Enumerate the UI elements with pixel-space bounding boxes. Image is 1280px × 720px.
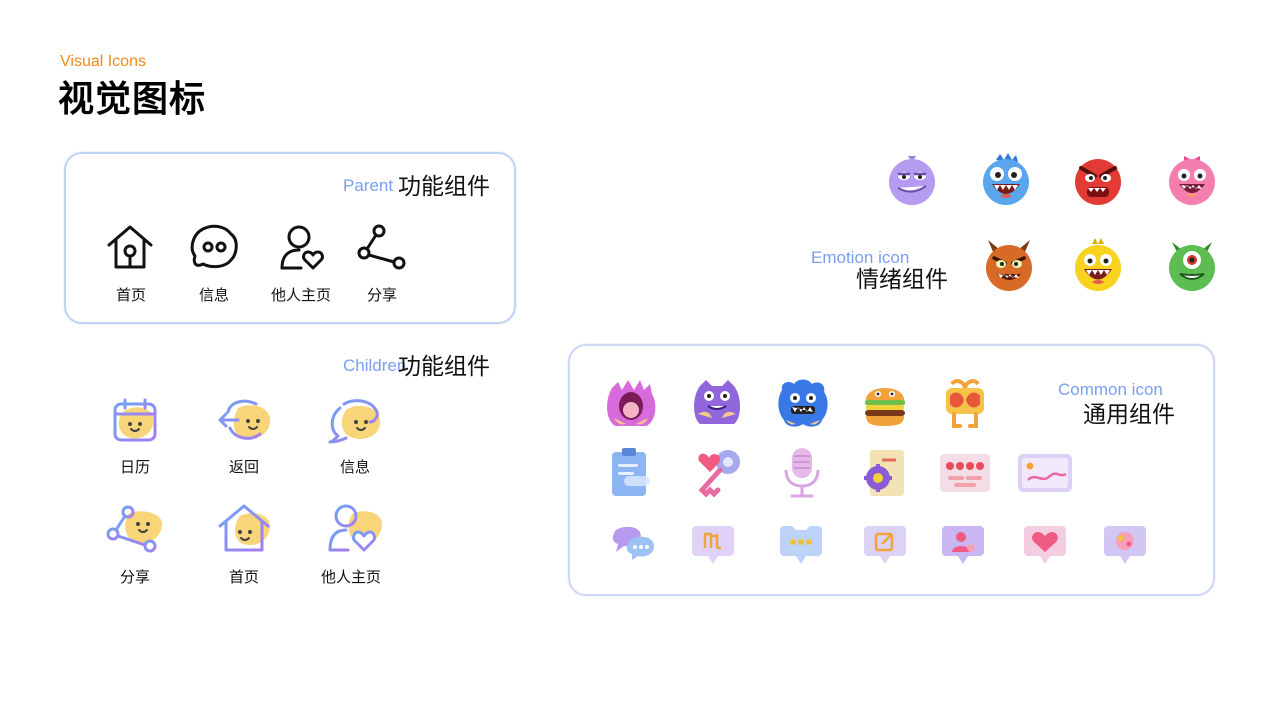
- pink-monster-icon[interactable]: [604, 378, 658, 430]
- common-panel: [568, 344, 1215, 596]
- user-heart-icon[interactable]: [276, 222, 328, 272]
- parent-caption-profile: 他人主页: [270, 287, 332, 304]
- orange-devil-face-icon[interactable]: [982, 236, 1036, 292]
- message-icon-children[interactable]: [326, 396, 384, 446]
- children-caption-message: 信息: [339, 459, 371, 476]
- blue-monster-icon[interactable]: [776, 378, 830, 430]
- share-icon[interactable]: [356, 222, 408, 272]
- profile-bubble-icon[interactable]: [940, 520, 986, 570]
- children-label-cn: 功能组件: [398, 353, 490, 379]
- children-label-en: Children: [343, 356, 407, 375]
- page-title: 视觉图标: [58, 78, 207, 119]
- header-subtitle: Visual Icons: [60, 53, 146, 70]
- parent-label-en: Parent: [343, 176, 394, 195]
- emotion-label-cn: 情绪组件: [856, 266, 948, 292]
- user-heart-icon-children[interactable]: [326, 502, 384, 554]
- sticker-bubble-icon[interactable]: [1102, 520, 1148, 570]
- emotion-label-en: Emotion icon: [811, 248, 910, 267]
- settings-card-icon[interactable]: [862, 446, 908, 500]
- children-caption-share: 分享: [119, 569, 151, 586]
- common-label-en: Common icon: [1058, 380, 1163, 399]
- edit-bubble-icon[interactable]: [862, 520, 908, 570]
- share-icon-children[interactable]: [106, 504, 164, 554]
- music-note-bubble-icon[interactable]: [690, 520, 736, 570]
- chat-bubbles-icon[interactable]: [608, 520, 658, 568]
- microphone-icon[interactable]: [780, 446, 824, 500]
- parent-label-cn: 功能组件: [398, 173, 490, 199]
- red-angry-face-icon[interactable]: [1072, 152, 1124, 206]
- message-icon[interactable]: [188, 222, 240, 272]
- children-caption-profile: 他人主页: [320, 569, 382, 586]
- keypad-icon[interactable]: [938, 450, 992, 496]
- common-label-cn: 通用组件: [1083, 401, 1175, 427]
- purple-smirk-face-icon[interactable]: [886, 152, 938, 206]
- home-icon[interactable]: [104, 222, 156, 272]
- image-card-icon[interactable]: [1016, 450, 1074, 496]
- calendar-icon[interactable]: [108, 396, 162, 446]
- key-heart-icon[interactable]: [692, 446, 744, 500]
- back-icon[interactable]: [216, 396, 274, 446]
- parent-panel: [64, 152, 516, 324]
- children-caption-home: 首页: [228, 569, 260, 586]
- parent-caption-home: 首页: [115, 287, 147, 304]
- green-cyclops-face-icon[interactable]: [1166, 236, 1218, 292]
- burger-icon[interactable]: [862, 378, 908, 430]
- clipboard-icon[interactable]: [608, 446, 652, 498]
- heart-bubble-icon[interactable]: [1022, 520, 1068, 570]
- blue-monster-face-icon[interactable]: [980, 152, 1032, 206]
- children-caption-back: 返回: [228, 459, 260, 476]
- parent-caption-message: 信息: [198, 287, 230, 304]
- gift-mask-icon[interactable]: [942, 378, 988, 430]
- pink-monster-face-icon[interactable]: [1166, 150, 1218, 206]
- typing-bubble-icon[interactable]: [778, 520, 824, 570]
- purple-monster-icon[interactable]: [690, 378, 744, 430]
- home-icon-children[interactable]: [216, 502, 274, 554]
- parent-caption-share: 分享: [366, 287, 398, 304]
- children-caption-calendar: 日历: [119, 459, 151, 476]
- yellow-monster-face-icon[interactable]: [1072, 236, 1124, 292]
